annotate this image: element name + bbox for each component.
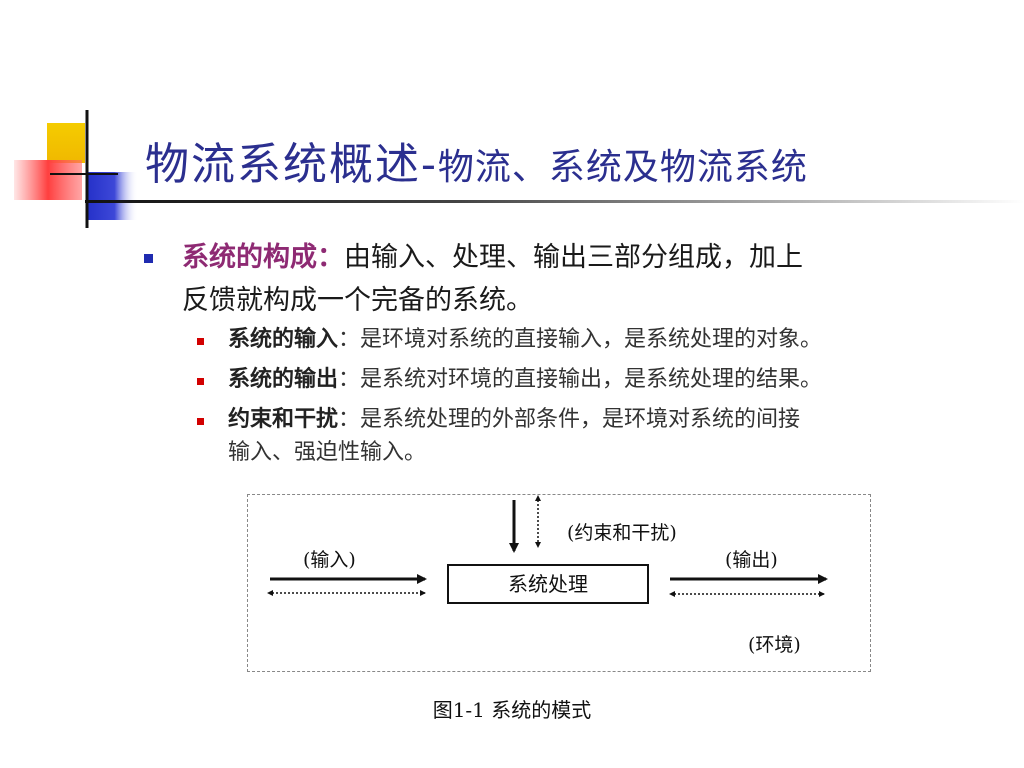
title-main: 物流系统概述-	[145, 139, 438, 190]
bullet-square-icon	[144, 254, 153, 263]
figure-caption: 图1-1 系统的模式	[432, 698, 592, 722]
system-model-diagram	[247, 494, 871, 672]
system-process-box: 系统处理	[447, 564, 649, 604]
main-point: 系统的构成：由输入、处理、输出三部分组成，加上 反馈就构成一个完备的系统。	[182, 236, 982, 322]
output-label: (输出)	[725, 549, 778, 571]
subpoint-term: 约束和干扰	[228, 406, 339, 432]
subpoint-term: 系统的输入	[228, 326, 339, 352]
decorative-squares-logo	[14, 110, 138, 228]
subpoint-text: ：是环境对系统的直接输入，是系统处理的对象。	[338, 327, 823, 352]
input-label: (输入)	[303, 549, 356, 571]
subpoint-constraint-line2: 输入、强迫性输入。	[228, 440, 427, 465]
main-point-line2: 反馈就构成一个完备的系统。	[182, 285, 533, 316]
slide-title: 物流系统概述-物流、系统及物流系统	[145, 128, 808, 192]
sub-bullet-icon	[197, 418, 204, 425]
title-underline	[85, 200, 1024, 203]
sub-bullet-icon	[197, 378, 204, 385]
environment-label: (环境)	[748, 634, 801, 656]
constraint-label: (约束和干扰)	[567, 522, 677, 544]
subpoint-constraint: 约束和干扰：是系统处理的外部条件，是环境对系统的间接	[228, 403, 800, 436]
subpoint-output: 系统的输出：是系统对环境的直接输出，是系统处理的结果。	[228, 363, 822, 396]
subpoint-term: 系统的输出	[228, 366, 339, 392]
subpoint-text: ：是系统处理的外部条件，是环境对系统的间接	[338, 407, 801, 432]
title-sub: 物流、系统及物流系统	[437, 147, 808, 188]
sub-bullet-icon	[197, 338, 204, 345]
main-point-line1: 由输入、处理、输出三部分组成，加上	[344, 242, 803, 273]
subpoint-text: ：是系统对环境的直接输出，是系统处理的结果。	[338, 367, 823, 392]
subpoint-input: 系统的输入：是环境对系统的直接输入，是系统处理的对象。	[228, 323, 822, 356]
main-point-term: 系统的构成：	[182, 242, 344, 273]
